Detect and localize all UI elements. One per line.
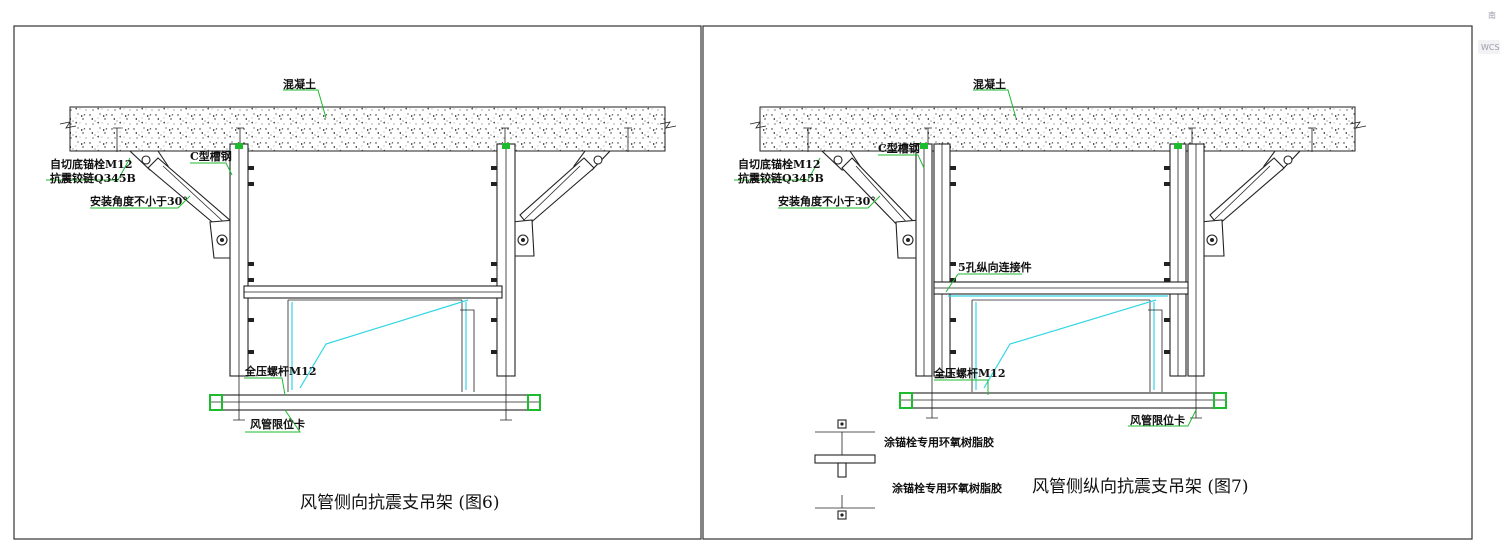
figure-6-label-angle: 安装角度不小于30°	[90, 194, 188, 208]
figure-7-right-brace	[1209, 157, 1285, 226]
figure-6-bottom-beam	[209, 376, 541, 421]
figure-6-label-clamp: 风管限位卡	[250, 417, 305, 431]
figure-6-left-channel	[229, 143, 249, 377]
figure-7-label-glue-2: 涂锚栓专用环氧树脂胶	[892, 481, 1002, 495]
figure-6-slab-break-right	[659, 121, 677, 129]
figure-7-right-cap	[1174, 143, 1182, 149]
figure-7-label-rod: 全压螺杆M12	[933, 366, 1005, 380]
figure-6-frame	[13, 25, 702, 540]
figure-6-right-hinge	[511, 150, 612, 257]
corner-glyph: 南	[1488, 10, 1496, 20]
figure-6-slab-break-left	[59, 121, 77, 129]
figure-6-channel-bolts	[248, 166, 497, 354]
figure-6-caption: 风管侧向抗震支吊架 (图6)	[300, 493, 499, 513]
figure-7-label-angle: 安装角度不小于30°	[778, 194, 876, 208]
corner-tag: WCS	[1481, 43, 1500, 52]
figure-7-epoxy-detail-1	[814, 419, 876, 478]
figure-6-label-anchor-2: 抗震铰链Q345B	[50, 171, 136, 185]
figure-7-epoxy-detail-2	[815, 495, 875, 520]
figure-6-leaders	[46, 89, 327, 433]
figure-7-right-channels	[1169, 143, 1205, 377]
figure-7-frame	[702, 25, 1473, 540]
figure-7-right-hinge	[1199, 150, 1302, 257]
figure-7-label-anchor-2: 抗震铰链Q345B	[738, 171, 824, 185]
figure-6-label-rod: 全压螺杆M12	[244, 364, 316, 378]
figure-6-label-concrete: 混凝土	[283, 77, 316, 91]
figure-6: 混凝土 C型槽钢 自切底锚栓M12 抗震铰链Q345B 安装角度不小于30° 全…	[13, 25, 702, 540]
figure-6-label-anchor-1: 自切底锚栓M12	[50, 157, 132, 171]
figure-7-concrete-slab	[759, 106, 1356, 152]
figure-6-right-cap	[502, 143, 510, 149]
figure-7-label-connector: 5孔纵向连接件	[958, 260, 1032, 274]
figure-7-duct	[971, 299, 1163, 392]
figure-7-slab-break-left	[749, 121, 767, 129]
figure-7-label-clamp: 风管限位卡	[1130, 413, 1185, 427]
figure-6-concrete-slab	[69, 106, 666, 152]
figure-6-left-cap	[235, 143, 243, 149]
figure-7-caption: 风管侧纵向抗震支吊架 (图7)	[1032, 477, 1248, 497]
figure-7-label-anchor-1: 自切底锚栓M12	[738, 157, 820, 171]
figure-7-label-glue-1: 涂锚栓专用环氧树脂胶	[884, 435, 994, 449]
figure-6-duct	[287, 299, 475, 392]
corner-tag-bg	[1478, 40, 1500, 54]
figure-7-bottom-beam	[899, 376, 1227, 419]
figure-6-right-brace	[519, 157, 595, 226]
figure-7-label-c-steel: C型槽钢	[878, 141, 920, 155]
figure-7-slab-break-right	[1349, 121, 1367, 129]
figure-7-label-concrete: 混凝土	[973, 77, 1006, 91]
figure-7: 混凝土 C型槽钢 自切底锚栓M12 抗震铰链Q345B 安装角度不小于30° 5…	[702, 25, 1473, 540]
figure-7-leaders	[734, 89, 1197, 427]
figure-7-left-channels	[915, 143, 951, 377]
figure-7-channel-bolts	[950, 166, 1170, 354]
figure-6-right-channel	[496, 143, 516, 377]
figure-7-left-cap	[920, 143, 928, 149]
figure-6-label-c-steel: C型槽钢	[190, 149, 232, 163]
